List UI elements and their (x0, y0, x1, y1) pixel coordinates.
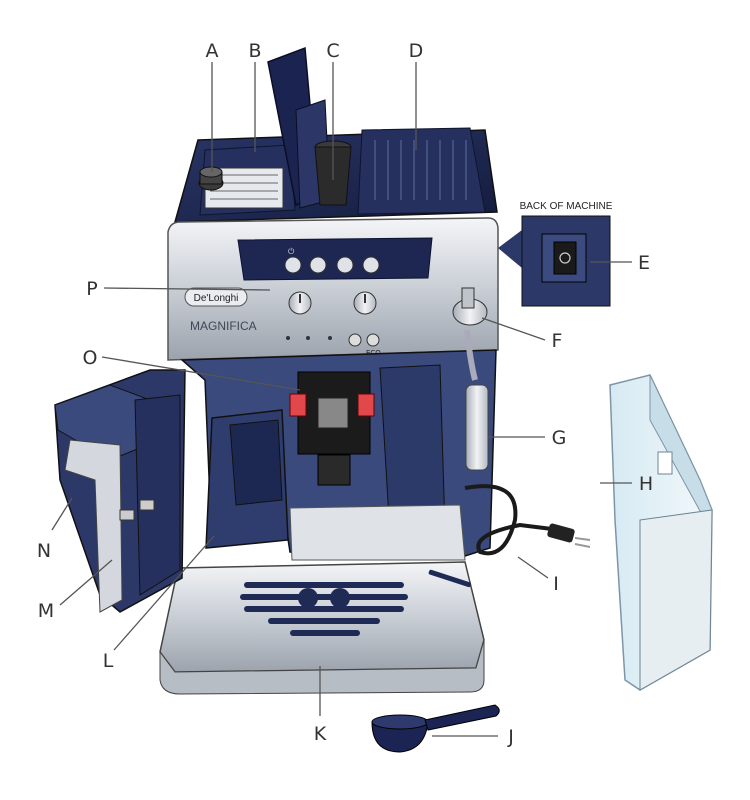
callout-g: G (552, 427, 567, 449)
water-tank (609, 374, 713, 691)
power-switch-icon (559, 252, 571, 264)
steam-knob (452, 287, 488, 326)
svg-text:⏻: ⏻ (288, 247, 295, 256)
grounds-container (205, 409, 289, 549)
coffee-quantity-knob (353, 291, 377, 315)
brewing-unit (289, 371, 375, 486)
brand-badge: De'Longhi (184, 287, 248, 307)
callout-b: B (248, 40, 261, 62)
callout-f: F (552, 330, 563, 352)
callout-o: O (83, 347, 98, 369)
callout-n: N (37, 540, 51, 562)
callout-k: K (314, 723, 327, 745)
power-cord (464, 484, 591, 556)
callout-a: A (206, 40, 219, 62)
callout-m: M (38, 600, 54, 622)
callout-j: J (507, 726, 514, 748)
control-panel: ⏻ (237, 237, 433, 281)
machine-body: ⏻ De'Longhi MAGNIFICA ECO (54, 46, 713, 753)
infuser-door-module (54, 369, 186, 613)
callout-e: E (638, 252, 650, 274)
callout-i: I (553, 573, 559, 595)
callout-p: P (86, 278, 97, 300)
grinder-knob (198, 166, 224, 191)
callout-c: C (326, 40, 339, 62)
inset-title: BACK OF MACHINE (520, 201, 613, 212)
callout-h: H (639, 473, 653, 495)
cup-warmer-tray (357, 127, 486, 215)
drip-tray (159, 504, 485, 695)
coffee-strength-knob (288, 291, 312, 315)
model-text: MAGNIFICA (190, 319, 257, 333)
brand-text: De'Longhi (194, 293, 239, 304)
callout-d: D (409, 40, 424, 62)
eco-label: ECO (366, 349, 381, 357)
leader-lines (51, 62, 632, 737)
cappuccino-maker (464, 329, 489, 471)
callout-labels: A B C D E F G H I J K L M N O P (37, 40, 653, 748)
callout-l: L (103, 650, 114, 672)
back-of-machine-inset: BACK OF MACHINE (498, 201, 613, 307)
measuring-scoop (371, 704, 500, 753)
